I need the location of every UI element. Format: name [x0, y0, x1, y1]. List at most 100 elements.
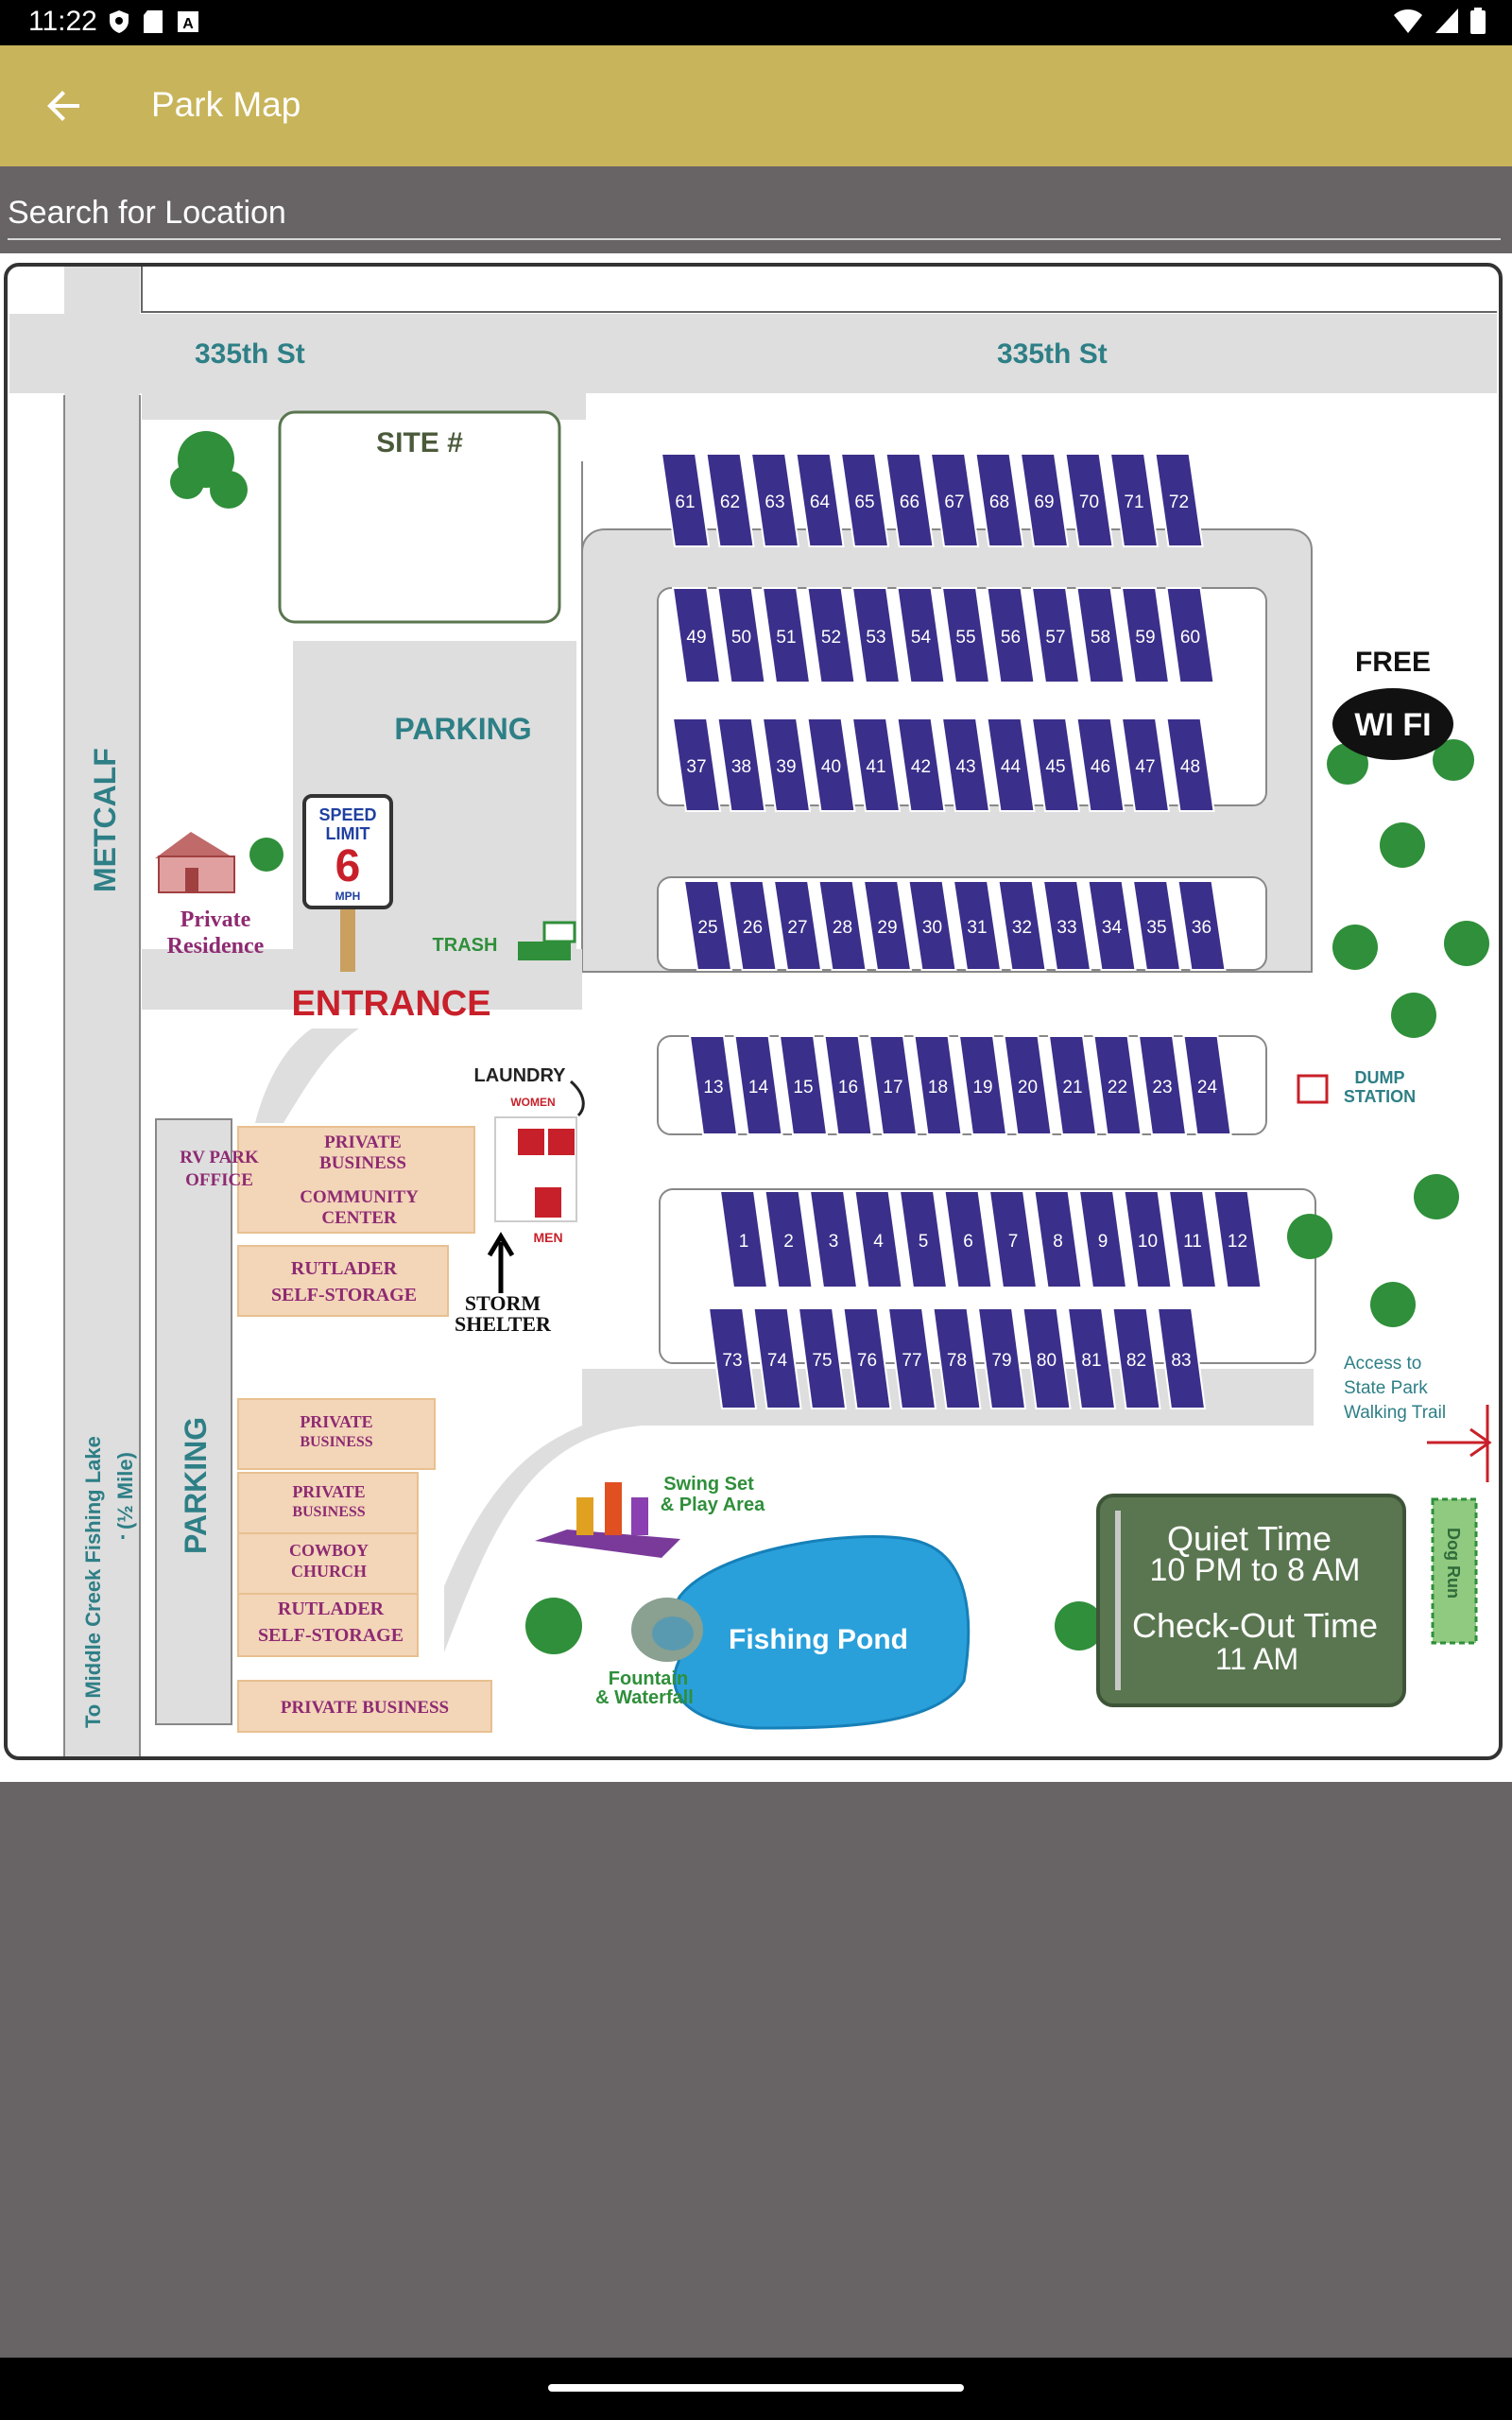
campsite-50[interactable]: [716, 587, 766, 683]
campsite-72[interactable]: [1154, 453, 1204, 547]
campsite-6[interactable]: [943, 1190, 993, 1288]
campsite-23[interactable]: [1137, 1035, 1188, 1135]
campsite-8[interactable]: [1033, 1190, 1083, 1288]
campsite-number-71: 71: [1124, 493, 1143, 512]
campsite-number-22: 22: [1108, 1078, 1127, 1098]
campsite-2[interactable]: [764, 1190, 814, 1288]
campsite-44[interactable]: [986, 717, 1036, 812]
campsite-71[interactable]: [1108, 453, 1160, 547]
campsite-32[interactable]: [997, 880, 1047, 971]
campsite-16[interactable]: [823, 1035, 873, 1135]
campsite-35[interactable]: [1131, 880, 1182, 971]
campsite-82[interactable]: [1111, 1307, 1161, 1409]
campsite-19[interactable]: [957, 1035, 1008, 1135]
campsite-65[interactable]: [839, 453, 890, 547]
campsite-51[interactable]: [761, 587, 812, 683]
campsite-37[interactable]: [671, 717, 722, 812]
campsite-66[interactable]: [885, 453, 935, 547]
campsite-22[interactable]: [1092, 1035, 1143, 1135]
campsite-61[interactable]: [660, 453, 711, 547]
street-label-top-right: 335th St: [997, 338, 1108, 370]
campsite-56[interactable]: [986, 587, 1036, 683]
campsite-7[interactable]: [988, 1190, 1039, 1288]
campsite-number-75: 75: [812, 1351, 832, 1371]
campsite-20[interactable]: [1003, 1035, 1053, 1135]
campsite-46[interactable]: [1075, 717, 1125, 812]
campsite-78[interactable]: [932, 1307, 982, 1409]
campsite-79[interactable]: [976, 1307, 1027, 1409]
campsite-42[interactable]: [896, 717, 946, 812]
campsite-24[interactable]: [1182, 1035, 1232, 1135]
campsite-59[interactable]: [1120, 587, 1171, 683]
campsite-69[interactable]: [1019, 453, 1070, 547]
campsite-30[interactable]: [907, 880, 957, 971]
campsite-36[interactable]: [1177, 880, 1227, 971]
campsite-63[interactable]: [749, 453, 800, 547]
campsite-54[interactable]: [896, 587, 946, 683]
campsite-43[interactable]: [940, 717, 991, 812]
back-arrow-icon[interactable]: [42, 83, 87, 129]
campsite-11[interactable]: [1167, 1190, 1218, 1288]
campsite-45[interactable]: [1030, 717, 1081, 812]
campsite-15[interactable]: [778, 1035, 829, 1135]
campsite-10[interactable]: [1123, 1190, 1173, 1288]
campsite-1[interactable]: [718, 1190, 769, 1288]
campsite-21[interactable]: [1047, 1035, 1098, 1135]
campsite-27[interactable]: [772, 880, 823, 971]
campsite-33[interactable]: [1041, 880, 1092, 971]
campsite-18[interactable]: [913, 1035, 963, 1135]
campsite-number-18: 18: [928, 1078, 948, 1098]
campsite-70[interactable]: [1064, 453, 1114, 547]
parking-label-top: PARKING: [394, 712, 531, 746]
campsite-77[interactable]: [886, 1307, 937, 1409]
campsite-52[interactable]: [806, 587, 856, 683]
campsite-number-21: 21: [1062, 1078, 1082, 1098]
campsite-34[interactable]: [1087, 880, 1137, 971]
campsite-number-60: 60: [1180, 628, 1200, 648]
campsite-75[interactable]: [797, 1307, 848, 1409]
campsite-53[interactable]: [850, 587, 902, 683]
campsite-12[interactable]: [1212, 1190, 1263, 1288]
tree-icons: [170, 431, 1489, 1654]
campsite-60[interactable]: [1165, 587, 1215, 683]
campsite-41[interactable]: [850, 717, 902, 812]
search-input[interactable]: [8, 187, 1501, 240]
campsite-29[interactable]: [862, 880, 913, 971]
campsite-5[interactable]: [898, 1190, 949, 1288]
campsite-26[interactable]: [728, 880, 778, 971]
campsite-55[interactable]: [940, 587, 991, 683]
campsite-57[interactable]: [1030, 587, 1081, 683]
campsite-76[interactable]: [842, 1307, 892, 1409]
park-map[interactable]: SITE # 335th St 335th St METCALF PARKING…: [0, 253, 1512, 1782]
campsite-67[interactable]: [929, 453, 980, 547]
campsite-64[interactable]: [795, 453, 845, 547]
campsite-73[interactable]: [707, 1307, 758, 1409]
campsite-3[interactable]: [808, 1190, 859, 1288]
home-gesture-handle[interactable]: [548, 2384, 964, 2392]
campsite-number-23: 23: [1152, 1078, 1172, 1098]
campsite-number-9: 9: [1098, 1232, 1108, 1252]
campsite-25[interactable]: [682, 880, 733, 971]
campsite-68[interactable]: [974, 453, 1024, 547]
campsite-74[interactable]: [752, 1307, 802, 1409]
campsite-9[interactable]: [1077, 1190, 1128, 1288]
campsite-58[interactable]: [1075, 587, 1125, 683]
campsite-81[interactable]: [1066, 1307, 1117, 1409]
campsite-40[interactable]: [806, 717, 856, 812]
campsite-49[interactable]: [671, 587, 722, 683]
campsite-48[interactable]: [1165, 717, 1215, 812]
campsite-62[interactable]: [705, 453, 755, 547]
campsite-31[interactable]: [952, 880, 1003, 971]
campsite-28[interactable]: [817, 880, 868, 971]
campsite-80[interactable]: [1022, 1307, 1072, 1409]
campsite-83[interactable]: [1156, 1307, 1207, 1409]
campsite-13[interactable]: [688, 1035, 739, 1135]
campsite-number-3: 3: [829, 1232, 839, 1252]
campsite-4[interactable]: [853, 1190, 903, 1288]
rutlader-2-line1: RUTLADER: [278, 1599, 385, 1619]
campsite-14[interactable]: [733, 1035, 783, 1135]
campsite-47[interactable]: [1120, 717, 1171, 812]
campsite-17[interactable]: [868, 1035, 919, 1135]
campsite-38[interactable]: [716, 717, 766, 812]
campsite-39[interactable]: [761, 717, 812, 812]
